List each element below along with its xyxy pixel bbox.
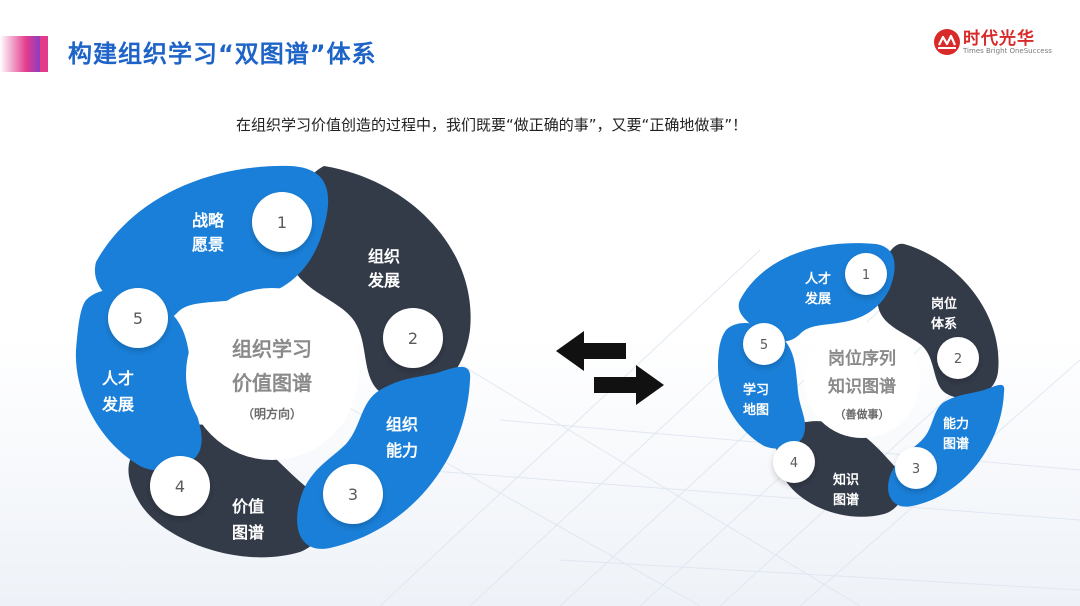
right-badge-4: 4 (773, 441, 815, 483)
left-seg-1-line1: 战略 (192, 211, 225, 230)
logo-text: 时代光华 (963, 29, 1035, 49)
right-seg-3-line2: 图谱 (943, 436, 969, 452)
right-seg-1-line2: 发展 (804, 291, 832, 307)
left-center-hub (186, 288, 358, 460)
brand-logo: 时代光华 Times Bright OneSuccess (933, 22, 1053, 62)
left-badge-3-num: 3 (348, 485, 358, 504)
right-center-title-1: 岗位序列 (828, 348, 896, 369)
left-badge-4: 4 (150, 456, 210, 516)
left-seg-5-line2: 发展 (101, 395, 135, 414)
left-ring: 组织学习 价值图谱 （明方向） 1 2 3 4 (75, 165, 471, 558)
right-seg-2-line2: 体系 (931, 316, 957, 332)
exchange-arrows-icon (556, 331, 664, 405)
right-segment-labels: 人才 发展 岗位 体系 能力 图谱 知识 图谱 学习 地图 (743, 271, 969, 508)
left-seg-2-line2: 发展 (367, 271, 401, 290)
left-seg-3-line1: 组织 (386, 415, 418, 434)
right-badge-5-num: 5 (760, 338, 768, 353)
left-segment-labels: 战略 愿景 组织 发展 组织 能力 价值 图谱 人才 发展 (101, 211, 418, 542)
left-ring-segments (75, 165, 471, 558)
right-badge-2: 2 (937, 337, 979, 379)
right-seg-5-line1: 学习 (743, 382, 769, 398)
right-center-hub (804, 322, 920, 438)
title-accent-tip (40, 36, 48, 72)
right-number-badges: 1 2 3 4 5 (743, 253, 979, 489)
right-badge-1-num: 1 (862, 268, 870, 283)
right-seg-5-line2: 地图 (743, 402, 769, 418)
left-badge-1: 1 (252, 192, 312, 252)
right-center-subtitle: （善做事） (835, 407, 890, 421)
left-badge-1-num: 1 (277, 213, 287, 232)
right-seg-3-line1: 能力 (943, 416, 969, 432)
left-badge-2-num: 2 (408, 329, 418, 348)
right-badge-1: 1 (845, 253, 887, 295)
times-bright-logo-icon (934, 29, 960, 55)
left-badge-2: 2 (383, 308, 443, 368)
left-seg-1-line2: 愿景 (192, 235, 224, 254)
right-badge-5: 5 (743, 323, 785, 365)
left-center-title-2: 价值图谱 (232, 371, 312, 395)
right-badge-3-num: 3 (912, 462, 920, 477)
left-badge-5-num: 5 (133, 309, 143, 328)
right-badge-3: 3 (895, 447, 937, 489)
left-center-subtitle: （明方向） (242, 406, 302, 421)
slide-title: 构建组织学习“双图谱”体系 (68, 40, 377, 68)
left-badge-5: 5 (108, 288, 168, 348)
right-seg-2-line1: 岗位 (931, 296, 957, 312)
right-ring: 岗位序列 知识图谱 （善做事） 1 2 3 4 (718, 243, 1005, 517)
left-center-title-1: 组织学习 (232, 337, 312, 361)
left-segment-5 (75, 289, 202, 471)
left-number-badges: 1 2 3 4 5 (108, 192, 443, 524)
right-badge-4-num: 4 (790, 456, 798, 471)
right-seg-1-line1: 人才 (805, 271, 831, 287)
right-segment-5 (718, 323, 806, 449)
right-seg-4-line2: 图谱 (833, 492, 859, 508)
right-segment-4 (776, 421, 904, 517)
right-badge-2-num: 2 (954, 352, 962, 367)
left-seg-2-line1: 组织 (368, 247, 400, 266)
left-seg-5-line1: 人才 (102, 369, 134, 388)
left-seg-4-line2: 图谱 (232, 523, 264, 542)
logo-subtext: Times Bright OneSuccess (963, 47, 1052, 55)
left-seg-4-line1: 价值 (232, 497, 264, 516)
slide-subtitle: 在组织学习价值创造的过程中，我们既要“做正确的事”，又要“正确地做事”！ (236, 116, 748, 134)
left-badge-4-num: 4 (175, 477, 185, 496)
left-seg-3-line2: 能力 (386, 441, 418, 460)
right-center-title-2: 知识图谱 (827, 376, 896, 397)
right-seg-4-line1: 知识 (833, 472, 859, 488)
left-badge-3: 3 (323, 464, 383, 524)
